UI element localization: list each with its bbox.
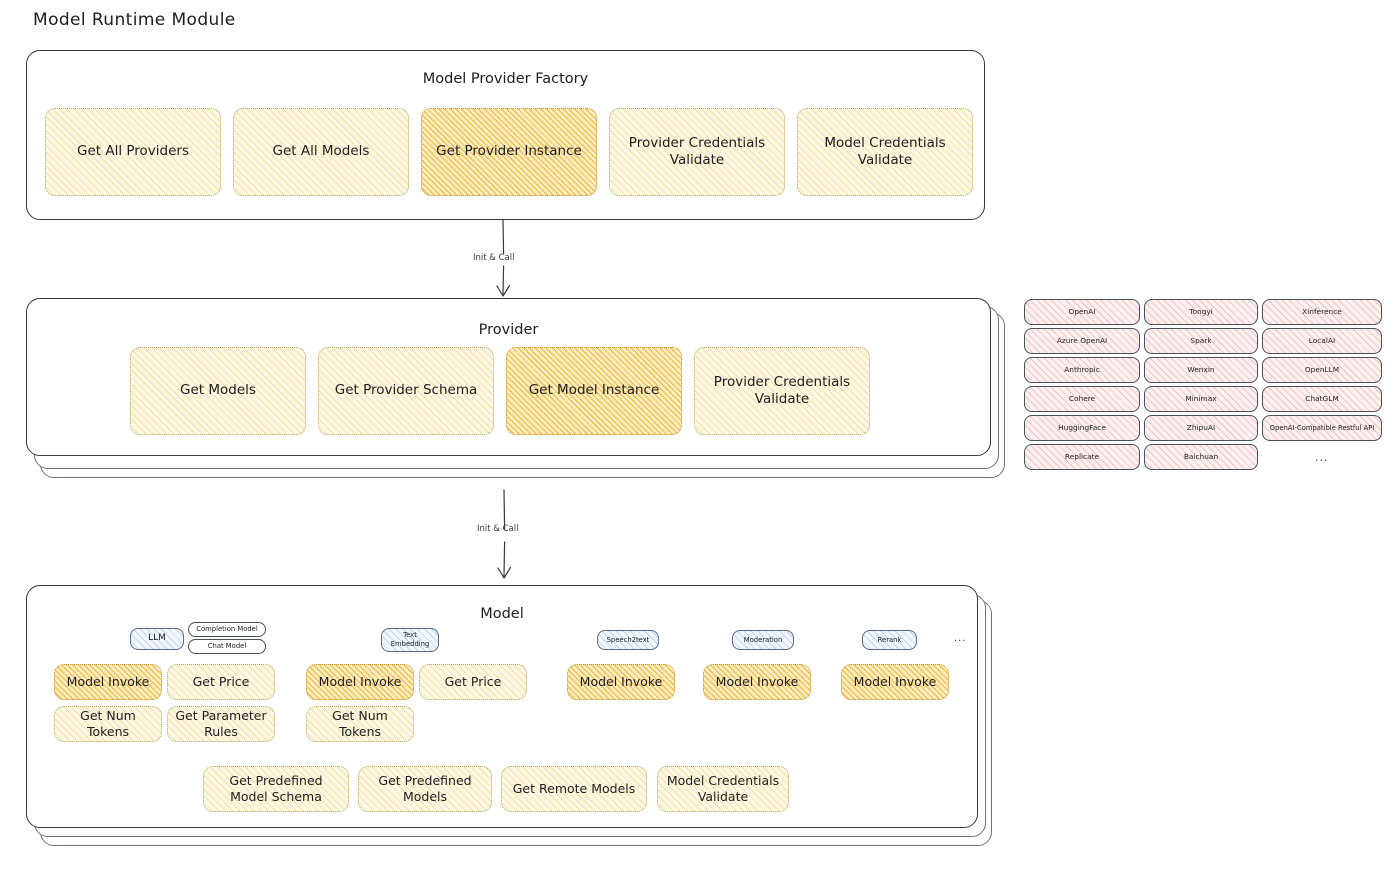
provider-chip-wenxin[interactable]: Wenxin	[1144, 357, 1258, 383]
arrow-factory-to-provider	[496, 218, 511, 297]
model-title: Model	[480, 606, 524, 622]
model-method-moderation-model-invoke[interactable]: Model Invoke	[703, 664, 811, 700]
model-method-embedding-get-price[interactable]: Get Price	[419, 664, 527, 700]
arrow-label-init-call-2: Init & Call	[477, 524, 519, 534]
provider-chip-chatglm[interactable]: ChatGLM	[1262, 386, 1382, 412]
provider-list-ellipsis: ...	[1315, 451, 1329, 464]
factory-box-get-provider-instance[interactable]: Get Provider Instance	[421, 108, 597, 196]
provider-chip-zhipuai[interactable]: ZhipuAI	[1144, 415, 1258, 441]
provider-chip-list: OpenAI Azure OpenAI Anthropic Cohere Hug…	[1024, 299, 1384, 479]
provider-chip-spark[interactable]: Spark	[1144, 328, 1258, 354]
provider-chip-openai[interactable]: OpenAI	[1024, 299, 1140, 325]
provider-chip-openllm[interactable]: OpenLLM	[1262, 357, 1382, 383]
model-method-llm-model-invoke[interactable]: Model Invoke	[54, 664, 162, 700]
provider-chip-replicate[interactable]: Replicate	[1024, 444, 1140, 470]
model-subtag-chat-model[interactable]: Chat Model	[188, 639, 266, 654]
model-type-tag-llm[interactable]: LLM	[130, 628, 184, 650]
provider-box-get-provider-schema[interactable]: Get Provider Schema	[318, 347, 494, 435]
arrow-label-init-call-1: Init & Call	[473, 253, 515, 263]
provider-chip-azure-openai[interactable]: Azure OpenAI	[1024, 328, 1140, 354]
model-subtag-completion-model[interactable]: Completion Model	[188, 622, 266, 637]
page-title: Model Runtime Module	[33, 10, 236, 30]
arrow-provider-to-model	[497, 489, 512, 579]
factory-box-get-all-models[interactable]: Get All Models	[233, 108, 409, 196]
model-panel: Model LLM Completion Model Chat Model Mo…	[26, 585, 978, 828]
provider-box-provider-credentials-validate[interactable]: Provider Credentials Validate	[694, 347, 870, 435]
provider-chip-anthropic[interactable]: Anthropic	[1024, 357, 1140, 383]
model-common-get-predefined-models[interactable]: Get Predefined Models	[358, 766, 492, 812]
factory-box-provider-credentials-validate[interactable]: Provider Credentials Validate	[609, 108, 785, 196]
factory-box-get-all-providers[interactable]: Get All Providers	[45, 108, 221, 196]
factory-title: Model Provider Factory	[422, 71, 589, 87]
model-method-llm-get-price[interactable]: Get Price	[167, 664, 275, 700]
provider-chip-localai[interactable]: LocalAI	[1262, 328, 1382, 354]
model-method-embedding-get-num-tokens[interactable]: Get Num Tokens	[306, 706, 414, 742]
provider-chip-cohere[interactable]: Cohere	[1024, 386, 1140, 412]
provider-chip-huggingface[interactable]: HuggingFace	[1024, 415, 1140, 441]
model-type-tag-rerank[interactable]: Rerank	[862, 630, 917, 650]
model-type-tag-moderation[interactable]: Moderation	[732, 630, 794, 650]
provider-chip-openai-compatible-restful-api[interactable]: OpenAI-Compatible Restful API	[1262, 415, 1382, 441]
provider-box-get-models[interactable]: Get Models	[130, 347, 306, 435]
model-common-model-credentials-validate[interactable]: Model Credentials Validate	[657, 766, 789, 812]
provider-chip-tongyi[interactable]: Tongyi	[1144, 299, 1258, 325]
model-provider-factory-panel: Model Provider Factory Get All Providers…	[26, 50, 985, 220]
provider-box-get-model-instance[interactable]: Get Model Instance	[506, 347, 682, 435]
provider-chip-xinference[interactable]: Xinference	[1262, 299, 1382, 325]
model-type-tag-speech2text[interactable]: Speech2text	[597, 630, 659, 650]
model-method-llm-get-num-tokens[interactable]: Get Num Tokens	[54, 706, 162, 742]
model-method-rerank-model-invoke[interactable]: Model Invoke	[841, 664, 949, 700]
model-method-speech2text-model-invoke[interactable]: Model Invoke	[567, 664, 675, 700]
provider-chip-baichuan[interactable]: Baichuan	[1144, 444, 1258, 470]
model-type-tag-text-embedding[interactable]: Text Embedding	[381, 628, 439, 652]
model-common-get-predefined-model-schema[interactable]: Get Predefined Model Schema	[203, 766, 349, 812]
provider-title: Provider	[478, 322, 539, 338]
provider-panel: Provider Get Models Get Provider Schema …	[26, 298, 991, 456]
model-method-embedding-model-invoke[interactable]: Model Invoke	[306, 664, 414, 700]
factory-box-model-credentials-validate[interactable]: Model Credentials Validate	[797, 108, 973, 196]
model-types-ellipsis: ...	[954, 633, 967, 644]
provider-chip-minimax[interactable]: Minimax	[1144, 386, 1258, 412]
model-common-get-remote-models[interactable]: Get Remote Models	[501, 766, 647, 812]
model-method-llm-get-parameter-rules[interactable]: Get Parameter Rules	[167, 706, 275, 742]
